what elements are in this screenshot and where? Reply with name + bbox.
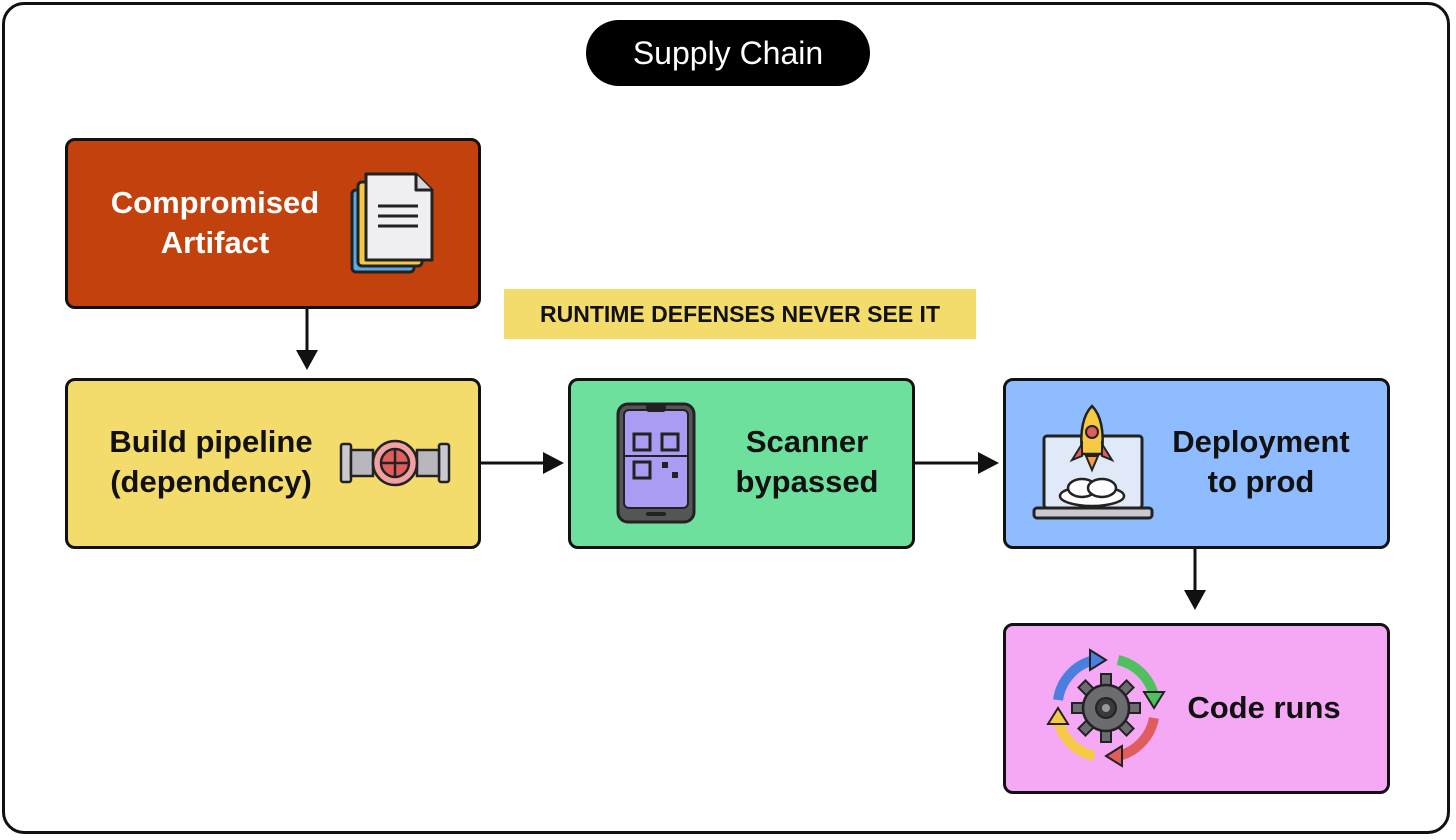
edge-deploy-runs [1184, 549, 1206, 610]
diagram-title: Supply Chain [586, 20, 870, 86]
node-deployment-to-prod-label: Deployment to prod [1172, 424, 1350, 499]
edge-artifact-pipeline [296, 308, 318, 370]
node-build-pipeline-label: Build pipeline (dependency) [109, 424, 313, 499]
pipe-valve-icon [339, 439, 451, 487]
node-compromised-artifact-label: Compromised Artifact [110, 185, 320, 260]
document-stack-icon [350, 172, 434, 274]
node-code-runs [1003, 623, 1390, 794]
runtime-defenses-banner: RUNTIME DEFENSES NEVER SEE IT [504, 289, 976, 339]
edge-pipeline-scanner [480, 452, 564, 474]
node-code-runs-label: Code runs [1187, 690, 1341, 725]
gear-cycle-icon [1046, 648, 1166, 768]
phone-qr-code-icon [616, 402, 696, 524]
edge-scanner-deploy [915, 452, 999, 474]
node-scanner-bypassed-label: Scanner bypassed [735, 424, 879, 499]
laptop-rocket-icon [1032, 404, 1154, 520]
node-build-pipeline [65, 378, 481, 549]
